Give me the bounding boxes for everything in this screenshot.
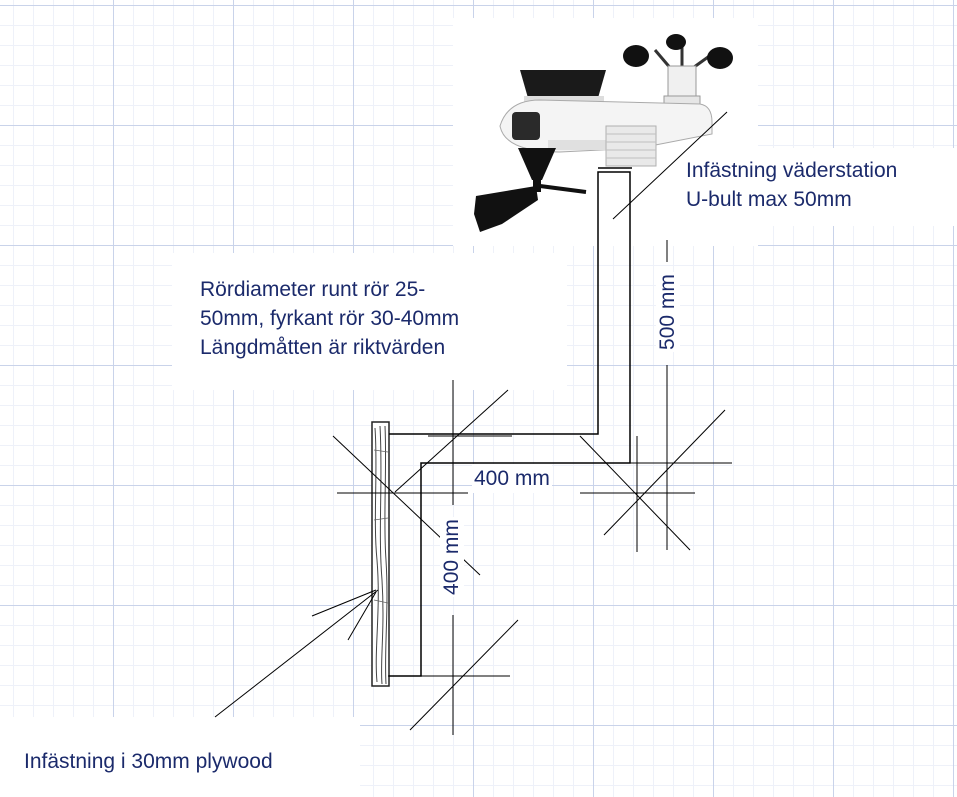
plywood-board-icon (371, 421, 390, 687)
pipe-info-line2: 50mm, fyrkant rör 30-40mm (200, 307, 460, 330)
upright-dimension-label: 500 mm (656, 272, 680, 352)
pipe-info-panel (172, 253, 567, 390)
station-mount-label-line2: U-bult max 50mm (686, 188, 852, 211)
arm-dimension-label: 400 mm (472, 464, 552, 493)
dimension-lines (214, 111, 732, 735)
pipe-outline (389, 167, 632, 677)
wall-arm-dimension-label: 400 mm (440, 517, 464, 597)
station-mount-label-line1: Infästning väderstation (686, 159, 898, 182)
plywood-mount-label: Infästning i 30mm plywood (24, 750, 273, 773)
plywood-label-panel (0, 717, 360, 797)
weather-station-icon (474, 34, 733, 232)
station-label-panel (672, 148, 957, 226)
pipe-info-line1: Rördiameter runt rör 25- (200, 278, 426, 301)
pipe-info-line3: Längdmåtten är riktvärden (200, 336, 446, 359)
